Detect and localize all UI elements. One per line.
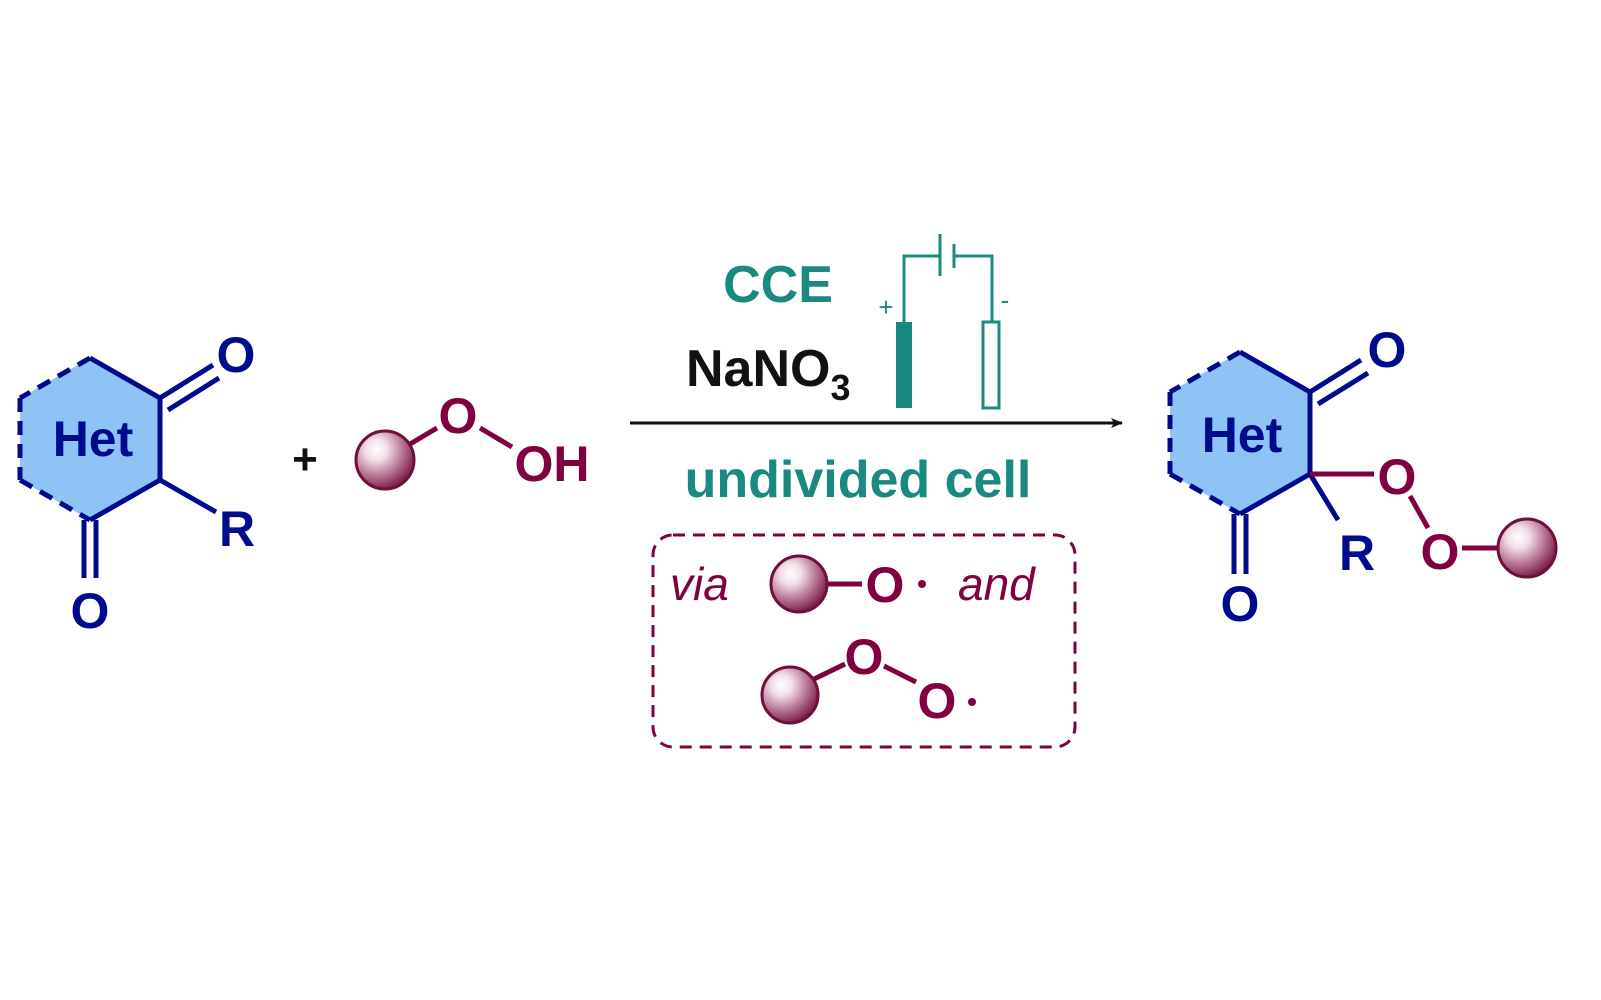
radical1-oxygen: O: [866, 557, 905, 613]
plus-sign: +: [292, 435, 318, 484]
electrochemical-cell-icon: + -: [878, 234, 1010, 410]
product-het-ring: [1170, 352, 1310, 514]
reaction-conditions: CCE NaNO3 + - undivided cell: [630, 234, 1123, 509]
reactant1-substituent: R: [219, 501, 255, 557]
reactant1-top-oxygen: O: [217, 327, 256, 383]
radical2-sphere-icon: [760, 665, 820, 725]
sphere-icon: [354, 429, 416, 491]
reactant2-oxygen: O: [439, 388, 478, 444]
reactant1: Het O O R: [17, 327, 256, 639]
reactant2: O OH: [354, 388, 590, 492]
het-ring: [20, 358, 160, 520]
radical2-dot: [968, 698, 976, 706]
product-ring-solid-bonds: [1231, 349, 1370, 574]
product-ring-dashed-bonds: [1167, 349, 1242, 517]
radical1-dot: [918, 580, 926, 588]
and-label: and: [958, 558, 1036, 610]
via-label: via: [670, 558, 729, 610]
radical2-oxygen1: O: [845, 629, 884, 685]
product-substituent: R: [1339, 525, 1375, 581]
reactant1-ring-label: Het: [53, 411, 134, 467]
ring-solid-bonds: [81, 355, 221, 578]
electrode-plus-sign: +: [878, 292, 893, 322]
intermediates-box: via O and O O: [651, 533, 1077, 749]
product-bottom-oxygen: O: [1221, 576, 1260, 632]
product-peroxide-oxygen1: O: [1378, 449, 1417, 505]
radical2-bonds: [808, 661, 918, 685]
condition-cce: CCE: [723, 256, 833, 314]
ring-dashed-bonds: [17, 355, 92, 523]
product-top-oxygen: O: [1368, 322, 1407, 378]
anode-electrode: [896, 322, 912, 408]
reactant2-hydroxyl: OH: [515, 436, 590, 492]
reactant1-bottom-oxygen: O: [71, 583, 110, 639]
product: Het O O R O O: [1167, 322, 1558, 632]
product-peroxide-oxygen2: O: [1421, 524, 1460, 580]
condition-undivided-cell: undivided cell: [685, 451, 1032, 509]
electrode-minus-sign: -: [1001, 285, 1010, 315]
condition-nano3: NaNO3: [686, 340, 851, 408]
radical1-sphere-icon: [769, 554, 829, 614]
product-peroxide-bonds: [1310, 471, 1500, 551]
product-ring-label: Het: [1202, 407, 1283, 463]
product-sphere-icon: [1496, 517, 1558, 579]
radical2-oxygen2: O: [918, 673, 957, 729]
